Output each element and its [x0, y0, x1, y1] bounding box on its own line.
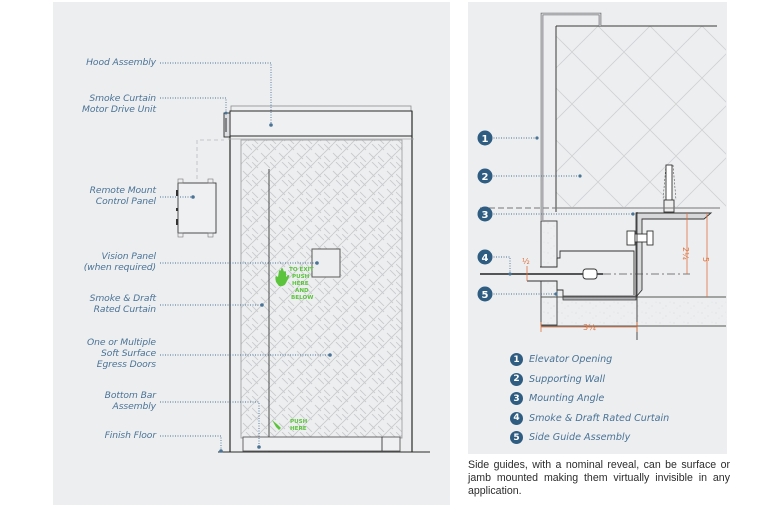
svg-text:2: 2 — [482, 172, 489, 183]
exit-sign-line: TO EXIT — [289, 267, 314, 273]
callout-egress-doors: One or Multiple Soft Surface Egress Door… — [87, 337, 156, 370]
legend-badge: 3 — [510, 392, 523, 406]
legend-item: 4 Smoke & Draft Rated Curtain — [510, 409, 669, 429]
svg-text:5: 5 — [482, 290, 489, 301]
callout-bottom-bar: Bottom Bar Assembly — [104, 390, 156, 412]
push-sign-line: HERE — [290, 426, 307, 432]
svg-text:3: 3 — [482, 210, 489, 221]
section-badge: 1 — [477, 130, 493, 146]
legend-item: 2 Supporting Wall — [510, 370, 669, 390]
callout-finish-floor: Finish Floor — [104, 430, 157, 441]
smoke-curtain — [240, 139, 403, 439]
section-badge: 3 — [477, 206, 493, 222]
dimension-reveal: ½ — [522, 257, 530, 266]
legend-item: 1 Elevator Opening — [510, 350, 669, 370]
exit-sign-line: BELOW — [291, 295, 313, 301]
push-hand-icon — [272, 420, 281, 430]
legend-badge: 4 — [510, 411, 523, 425]
legend-label: Side Guide Assembly — [529, 432, 631, 444]
svg-text:1: 1 — [482, 134, 489, 145]
dimension-lines — [526, 213, 708, 332]
callout-hood-assembly: Hood Assembly — [86, 57, 156, 68]
exit-sign: TO EXIT PUSH HERE AND BELOW — [275, 267, 314, 301]
exit-sign-line: PUSH — [292, 274, 310, 280]
section-badge: 2 — [477, 168, 493, 184]
callout-rated-curtain: Smoke & Draft Rated Curtain — [89, 293, 157, 315]
push-sign-line: PUSH — [290, 419, 308, 425]
callout-leaders — [160, 62, 330, 452]
legend-label: Elevator Opening — [529, 354, 613, 366]
exit-sign-line: HERE — [292, 281, 309, 287]
section-legend: 1 Elevator Opening 2 Supporting Wall 3 M… — [510, 350, 669, 448]
legend-label: Supporting Wall — [529, 373, 605, 385]
section-badge: 5 — [477, 286, 493, 302]
legend-item: 5 Side Guide Assembly — [510, 428, 669, 448]
legend-item: 3 Mounting Angle — [510, 389, 669, 409]
dimension-total-height: 5 — [701, 257, 710, 262]
push-sign: PUSH HERE — [272, 419, 308, 432]
section-leaders — [491, 137, 633, 295]
legend-badge: 1 — [510, 353, 523, 367]
section-drawing: ½ 2¼ 5 3¼ — [480, 12, 726, 340]
legend-label: Smoke & Draft Rated Curtain — [529, 412, 670, 424]
callout-motor-drive-unit: Smoke Curtain Motor Drive Unit — [82, 93, 156, 115]
section-badge: 4 — [477, 249, 493, 265]
exit-sign-line: AND — [295, 288, 309, 294]
motor-drive-unit — [223, 112, 231, 138]
legend-badge: 2 — [510, 372, 523, 386]
legend-badge: 5 — [510, 431, 523, 445]
callout-dots — [191, 111, 332, 453]
supporting-wall — [556, 26, 726, 207]
dimension-angle-height: 2¼ — [681, 247, 690, 260]
svg-text:4: 4 — [482, 253, 489, 264]
hood-assembly — [229, 105, 413, 137]
callout-remote-control-panel: Remote Mount Control Panel — [89, 185, 156, 207]
caption: Side guides, with a nominal reveal, can … — [468, 459, 730, 497]
bottom-bar-assembly — [242, 436, 401, 452]
hand-icon — [275, 268, 290, 287]
remote-control-panel — [176, 178, 217, 238]
legend-label: Mounting Angle — [529, 393, 605, 405]
dimension-depth: 3¼ — [583, 323, 596, 332]
callout-vision-panel: Vision Panel (when required) — [83, 251, 156, 273]
